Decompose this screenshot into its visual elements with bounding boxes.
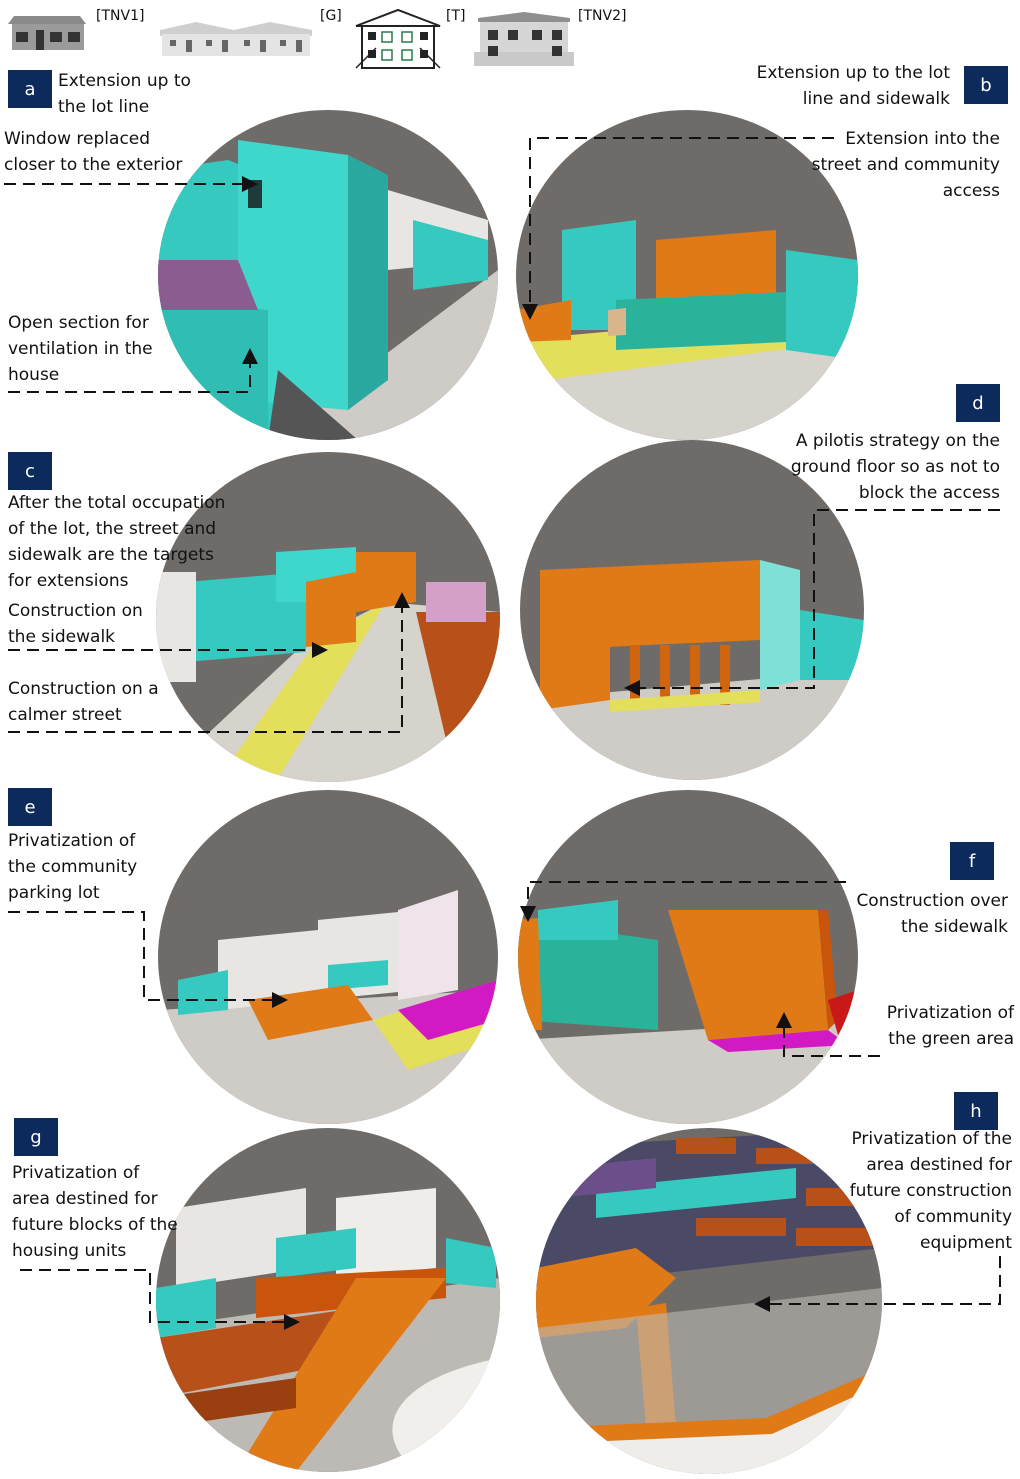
- panel-c-title: After the total occupation of the lot, t…: [8, 493, 226, 591]
- panel-badge-h: h: [954, 1092, 998, 1130]
- panel-badge-e: e: [8, 788, 52, 826]
- panel-badge-g: g: [14, 1118, 58, 1156]
- single-story-house-icon: [8, 16, 86, 50]
- panel-c-note-street: Construction on a calmer street: [8, 679, 159, 725]
- row-houses-icon: [160, 22, 312, 56]
- panel-c-note-sidewalk: Construction on the sidewalk: [8, 601, 143, 647]
- two-story-house-icon: [355, 8, 441, 69]
- legend-tag-tnv1: [TNV1]: [96, 8, 145, 24]
- scene-e: [158, 790, 498, 1124]
- panel-h-title: Privatization of the area destined for f…: [849, 1129, 1012, 1253]
- scene-g: [156, 1128, 500, 1472]
- panel-badge-b: b: [964, 66, 1008, 104]
- panel-e-title: Privatization of the community parking l…: [8, 831, 138, 903]
- panel-a-note-window: Window replaced closer to the exterior: [4, 129, 183, 175]
- scene-b: [516, 110, 858, 440]
- legend-tag-g: [G]: [320, 8, 342, 24]
- panel-badge-c: c: [8, 452, 52, 490]
- panel-a-title: Extension up to the lot line: [58, 71, 191, 117]
- panel-f-note-green-area: Privatization of the green area: [886, 1003, 1014, 1049]
- scene-a: [158, 110, 498, 440]
- duplex-house-icon: [474, 12, 574, 66]
- panel-b-title: Extension up to the lot line and sidewal…: [756, 63, 950, 109]
- legend-tag-t: [T]: [446, 8, 466, 24]
- scene-h: [536, 1128, 882, 1474]
- panel-g-title: Privatization of area destined for futur…: [12, 1163, 178, 1261]
- panel-a-note-open-section: Open section for ventilation in the hous…: [8, 313, 153, 385]
- panel-d-title: A pilotis strategy on the ground floor s…: [790, 431, 1000, 503]
- panel-badge-a: a: [8, 70, 52, 108]
- scene-f: [518, 790, 858, 1124]
- panel-f-title: Construction over the sidewalk: [856, 891, 1008, 937]
- panel-badge-d: d: [956, 384, 1000, 422]
- panel-badge-f: f: [950, 842, 994, 880]
- panel-b-note-street: Extension into the street and community …: [811, 129, 1000, 201]
- legend-tag-tnv2: [TNV2]: [578, 8, 627, 24]
